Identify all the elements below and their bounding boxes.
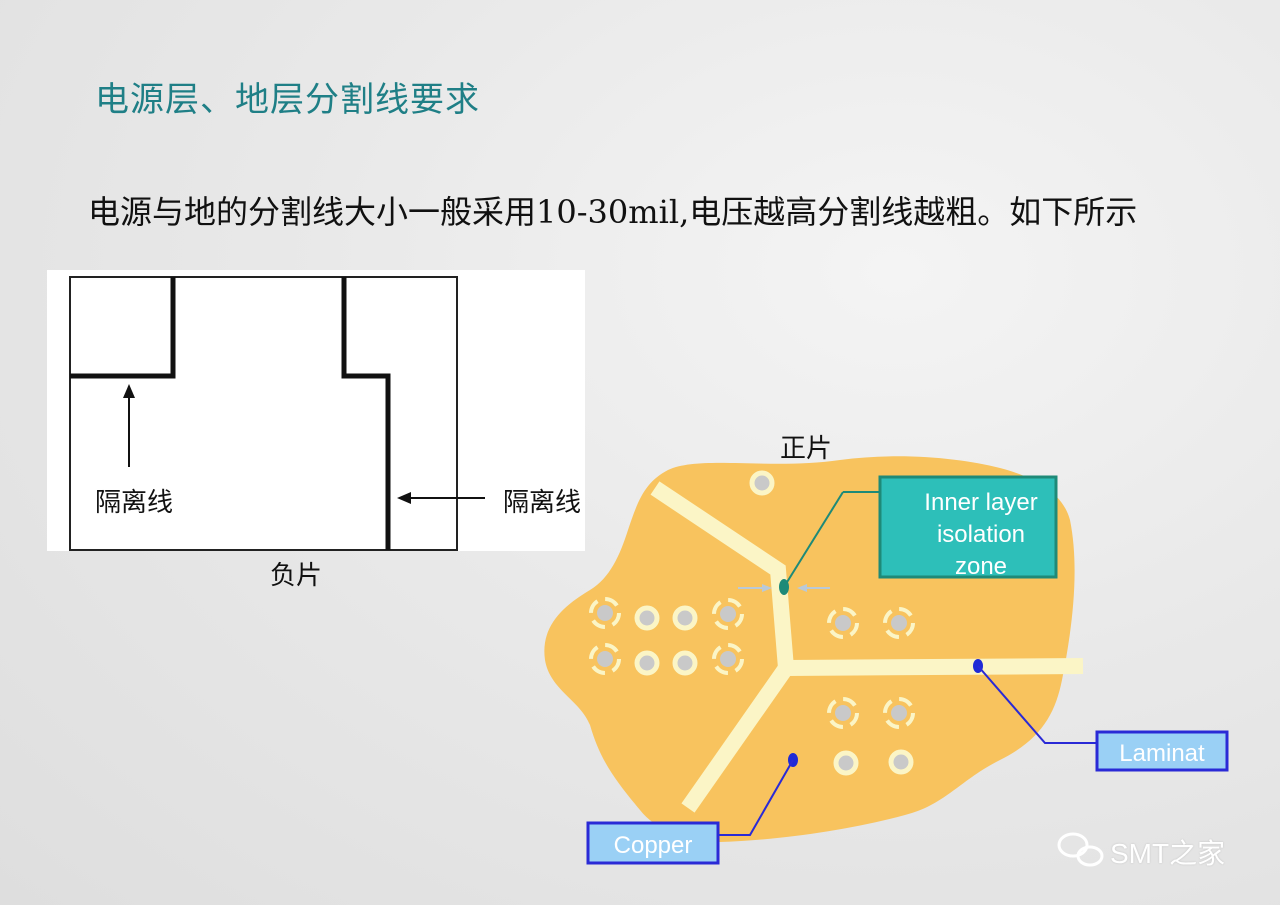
via <box>749 470 775 496</box>
thermal-via <box>827 697 859 729</box>
wechat-logo-icon <box>1057 832 1104 867</box>
board-outline <box>69 276 458 551</box>
laminate-callout <box>1095 730 1229 772</box>
body-text: 电源与地的分割线大小一般采用10-30mil,电压越高分割线越粗。如下所示 <box>88 193 1138 231</box>
thermal-via <box>712 643 744 675</box>
thermal-via <box>712 598 744 630</box>
negative-figure-diagram: 隔离线 隔离线 <box>69 276 581 551</box>
thermal-via <box>883 697 915 729</box>
watermark-text: SMT之家 <box>1110 838 1226 869</box>
via <box>672 605 698 631</box>
thermal-via <box>589 643 621 675</box>
isolation-zone-callout <box>878 475 1058 579</box>
isolation-line-right <box>341 277 391 550</box>
laminate-leader-line <box>977 665 1097 744</box>
right-isolation-label: 隔离线 <box>503 487 581 517</box>
isolation-line-right <box>785 658 1084 676</box>
copper-callout-label: Copper <box>614 832 693 859</box>
via <box>888 749 914 775</box>
via <box>634 650 660 676</box>
isolation-callout-line-3: zone <box>955 553 1007 580</box>
isolation-line-top <box>650 481 794 669</box>
negative-figure-panel: 隔离线 隔离线 <box>47 270 585 551</box>
via <box>634 605 660 631</box>
via <box>672 650 698 676</box>
arrow-left-icon <box>797 584 807 592</box>
thermal-via <box>589 597 621 629</box>
left-isolation-label: 隔离线 <box>95 487 173 517</box>
laminate-callout-label: Laminat <box>1119 740 1205 767</box>
isolation-line-left <box>70 277 176 379</box>
arrow-left-icon <box>397 492 411 504</box>
isolation-line-bottom <box>681 663 793 813</box>
arrow-up-icon <box>123 384 135 398</box>
positive-caption: 正片 <box>780 434 833 464</box>
negative-caption: 负片 <box>270 561 323 591</box>
thermal-via <box>827 607 859 639</box>
thermal-vias <box>589 597 915 729</box>
copper-leader-line <box>718 759 794 836</box>
via <box>833 750 859 776</box>
arrow-right-icon <box>762 584 772 592</box>
isolation-leader-line <box>783 491 844 588</box>
vias <box>634 470 914 776</box>
slide-title: 电源层、地层分割线要求 <box>95 80 480 120</box>
thermal-via <box>883 607 915 639</box>
copper-callout <box>586 821 720 865</box>
isolation-callout-line-1: Inner layer <box>924 489 1037 516</box>
isolation-callout-line-2: isolation <box>937 521 1025 548</box>
isolation-lines <box>650 481 1084 813</box>
